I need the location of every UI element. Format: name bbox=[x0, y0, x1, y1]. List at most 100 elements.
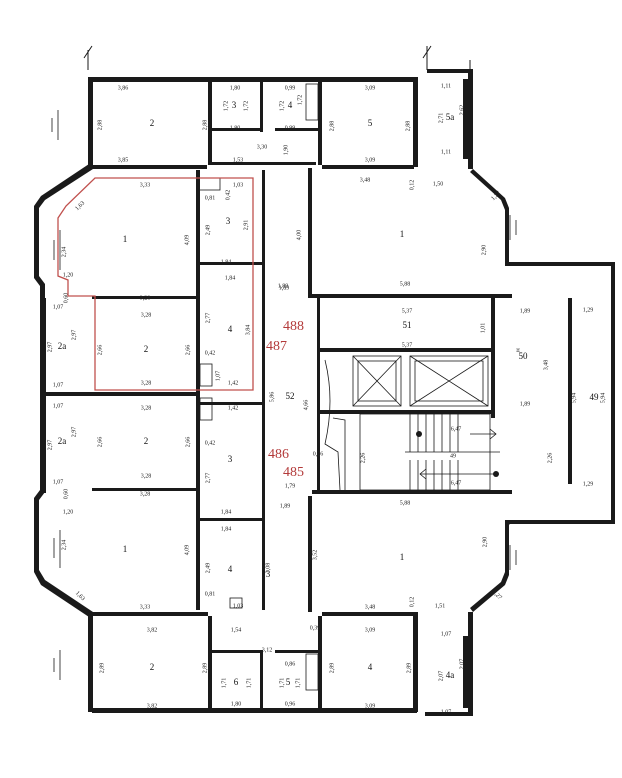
dimension-e-1-top-7: 1,89 bbox=[279, 285, 290, 291]
dimension-n-top-5-1: 3,09 bbox=[365, 157, 376, 163]
dimension-s-5-1: 1,71 bbox=[279, 678, 285, 689]
dimension-n-corr-top-0: 1,53 bbox=[233, 157, 244, 163]
room-label-corr-w-s: 3 bbox=[266, 569, 271, 579]
dimension-s-6-2: 1,71 bbox=[246, 678, 252, 689]
room-label-e-49: 49 bbox=[590, 392, 600, 402]
dimension-s-4-0: 3,09 bbox=[365, 627, 376, 633]
room-label-w-3: 3 bbox=[226, 216, 231, 226]
dimension-n-top-5a-2: 2,71 bbox=[438, 113, 444, 124]
room-label-n-top-2: 2 bbox=[150, 118, 155, 128]
room-label-s-4a: 4а bbox=[446, 670, 455, 680]
room-label-n-top-3: 3 bbox=[232, 100, 237, 110]
room-label-sw-4: 4 bbox=[228, 564, 233, 574]
dimension-n-top-4-1: 0,99 bbox=[285, 125, 296, 131]
dimension-s-4a-3: 1,07 bbox=[441, 709, 452, 715]
dimension-s-6-0: 1,54 bbox=[231, 627, 242, 633]
dimension-e-49-2: 5,94 bbox=[600, 393, 606, 404]
dimension-sw-1-5: 1,63 bbox=[74, 590, 86, 602]
dimension-s-4a-1: 2,07 bbox=[438, 671, 444, 682]
dimension-corr-w-0: 5,86 bbox=[269, 392, 275, 403]
dimension-w-2-upper-1: 2,66 bbox=[97, 345, 103, 356]
dimension-e-1-bot-2: 2,90 bbox=[482, 537, 488, 548]
dimension-w-2-upper-2: 2,66 bbox=[185, 345, 191, 356]
dimension-e-1-bot-5: 0,12 bbox=[409, 597, 415, 608]
flat-number-486[interactable]: 486 bbox=[268, 447, 289, 462]
room-label-sw-1: 1 bbox=[123, 544, 128, 554]
dimension-s-2-0: 3,82 bbox=[147, 627, 158, 633]
dimension-sw-4-1: 2,49 bbox=[205, 563, 211, 574]
dimension-e-1-bot-0: 5,88 bbox=[400, 500, 411, 506]
building-walls bbox=[34, 45, 615, 716]
dimension-sw-1-3: 2,34 bbox=[61, 540, 67, 551]
dimension-n-top-5a-0: 1,11 bbox=[441, 83, 451, 89]
dimension-w-4-1: 2,77 bbox=[205, 313, 211, 324]
dimension-sw-1-4: 4,09 bbox=[184, 545, 190, 556]
dimension-n-top-3-3: 1,80 bbox=[230, 125, 241, 131]
dimension-sw-4-3: 1,03 bbox=[233, 603, 244, 609]
dimension-w-3-3: 2,49 bbox=[205, 225, 211, 236]
dimension-w-2-lower-0: 3,28 bbox=[141, 405, 152, 411]
dimension-corr-w-1: 4,66 bbox=[303, 400, 309, 411]
dimension-s-6-3: 1,80 bbox=[231, 701, 242, 707]
flat-number-485[interactable]: 485 bbox=[283, 465, 304, 480]
dimension-w-1-6: 0,60 bbox=[63, 293, 69, 304]
dimension-n-corr-top-2: 1,90 bbox=[283, 145, 289, 156]
dimension-s-4a-0: 1,07 bbox=[441, 631, 452, 637]
dimension-w-2a-upper-3: 1,07 bbox=[53, 382, 64, 388]
dimension-n-top-3-0: 1,80 bbox=[230, 85, 241, 91]
stair-core bbox=[324, 355, 500, 491]
dimension-w-2-lower-3: 3,28 bbox=[141, 473, 152, 479]
dimension-e-1-top-1: 0,12 bbox=[409, 180, 415, 191]
dimension-n-top-5a-3: 2,62 bbox=[459, 105, 465, 116]
dimension-s-4a-2: 2,07 bbox=[459, 659, 465, 670]
dimension-n-top-4-3: 1,72 bbox=[297, 95, 303, 106]
dimension-e-50-1: 3,48 bbox=[543, 360, 549, 371]
dimension-s-5-4: 3,12 bbox=[262, 647, 273, 653]
dimension-w-1-4: 4,09 bbox=[184, 235, 190, 246]
flat-number-488[interactable]: 488 bbox=[283, 319, 304, 334]
dimension-w-4-4: 3,84 bbox=[245, 325, 251, 336]
dimension-w-2a-upper-0: 1,07 bbox=[53, 304, 64, 310]
dimension-e-49-0: 1,29 bbox=[583, 307, 594, 313]
dimension-e-1-top-6: 5,88 bbox=[400, 281, 411, 287]
dimension-w-4-0: 1,84 bbox=[225, 275, 236, 281]
dimension-e-1-top-0: 3,48 bbox=[360, 177, 371, 183]
dimension-n-top-2-1: 3,85 bbox=[118, 157, 129, 163]
flat-number-487[interactable]: 487 bbox=[266, 339, 287, 354]
dimension-n-top-3-1: 1,72 bbox=[223, 101, 229, 112]
dimension-w-2-upper-0: 3,28 bbox=[141, 312, 152, 318]
dimension-s-4-1: 2,89 bbox=[329, 663, 335, 674]
dimension-w-1-3: 1,20 bbox=[63, 272, 74, 278]
dimension-corr-w-3: 1,89 bbox=[278, 283, 289, 289]
dimension-e-50-2: 1,89 bbox=[520, 401, 531, 407]
dimension-sw-1-0: 3,28 bbox=[140, 491, 151, 497]
room-label-s-6: 6 bbox=[234, 677, 239, 687]
dimension-n-top-5a-1: 1,11 bbox=[441, 149, 451, 155]
dimension-e-50-0: 1,89 bbox=[520, 308, 531, 314]
dimension-w-2-lower-1: 2,66 bbox=[97, 437, 103, 448]
dimension-w-4-5: 1,42 bbox=[228, 380, 239, 386]
room-label-corr-w: 52 bbox=[286, 391, 295, 401]
dimension-w-2a-lower-3: 1,07 bbox=[53, 479, 64, 485]
dimension-stair-4: 49 bbox=[450, 453, 456, 459]
dimension-w-4-2: 0,42 bbox=[205, 350, 216, 356]
dimension-n-top-3-2: 1,72 bbox=[243, 101, 249, 112]
dimension-w-2a-lower-0: 1,07 bbox=[53, 403, 64, 409]
dimension-n-top-2-3: 2,88 bbox=[202, 120, 208, 131]
dimension-w-1-1: 1,63 bbox=[74, 200, 86, 212]
dimension-e-51-2: 1,01 bbox=[480, 323, 486, 334]
room-label-w-2-upper: 2 bbox=[144, 344, 149, 354]
dimension-e-51-0: 5,37 bbox=[402, 308, 413, 314]
dimension-e-1-top-4: 4,00 bbox=[296, 230, 302, 241]
room-label-s-2: 2 bbox=[150, 662, 155, 672]
dimension-w-2a-lower-1: 2,97 bbox=[71, 427, 77, 438]
room-label-n-top-5: 5 bbox=[368, 118, 373, 128]
dimension-sw-4-0: 1,84 bbox=[221, 526, 232, 532]
dimension-e-1-bot-4: 3,48 bbox=[365, 604, 376, 610]
room-label-n-top-5a: 5а bbox=[446, 112, 455, 122]
dimension-s-5-5: 0,39 bbox=[310, 625, 321, 631]
room-label-e-51: 51 bbox=[403, 320, 412, 330]
dimension-w-3-lower-3: 1,84 bbox=[221, 509, 232, 515]
